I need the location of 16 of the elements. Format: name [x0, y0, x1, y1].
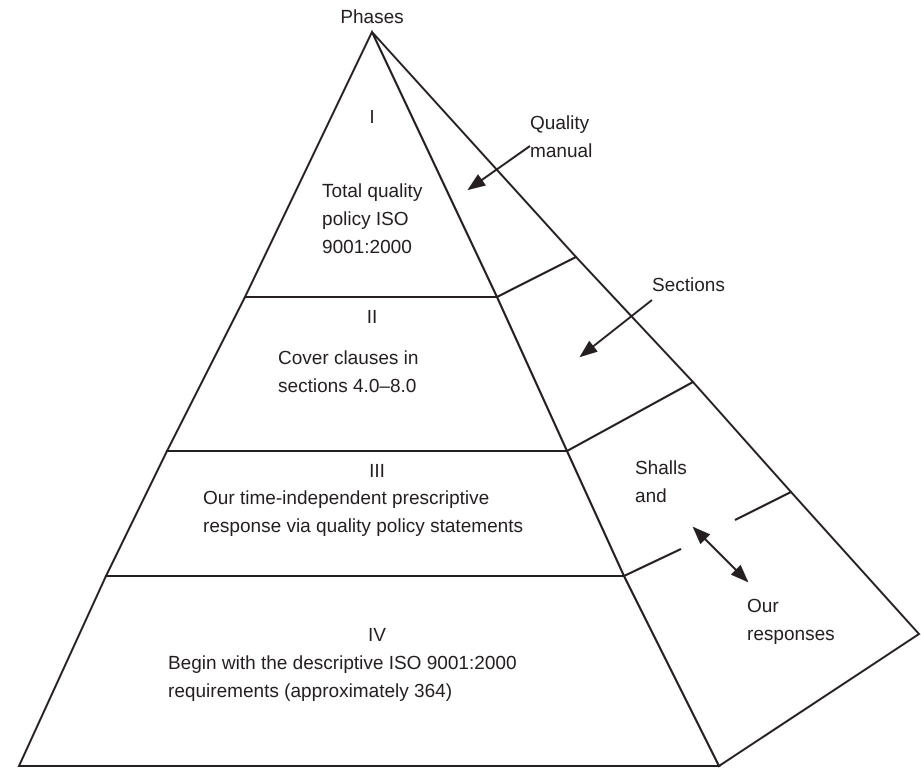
phase-numeral: I: [368, 106, 376, 130]
phase-numeral: III: [368, 460, 386, 484]
phase-numeral: II: [366, 306, 378, 330]
double-arrow: [692, 526, 748, 582]
phase-description: Our responses: [747, 595, 836, 647]
phase-numeral: IV: [367, 624, 387, 648]
heading-label: Phases: [339, 6, 405, 30]
phase-description: Shalls and: [635, 457, 688, 509]
phase-description: Total quality policy ISO 9001:2000: [322, 180, 424, 260]
phase-description: Our time-independent prescriptive response via quality policy statements: [203, 487, 524, 539]
callout-text: Sections: [652, 274, 726, 298]
phase-description: Begin with the descriptive ISO 9001:2000 requirements (approximately 364): [168, 652, 518, 704]
arrow: [579, 299, 653, 358]
phase-description: Cover clauses in sections 4.0–8.0: [278, 347, 420, 399]
callout-text: Quality manual: [530, 112, 594, 164]
arrow: [467, 145, 531, 190]
